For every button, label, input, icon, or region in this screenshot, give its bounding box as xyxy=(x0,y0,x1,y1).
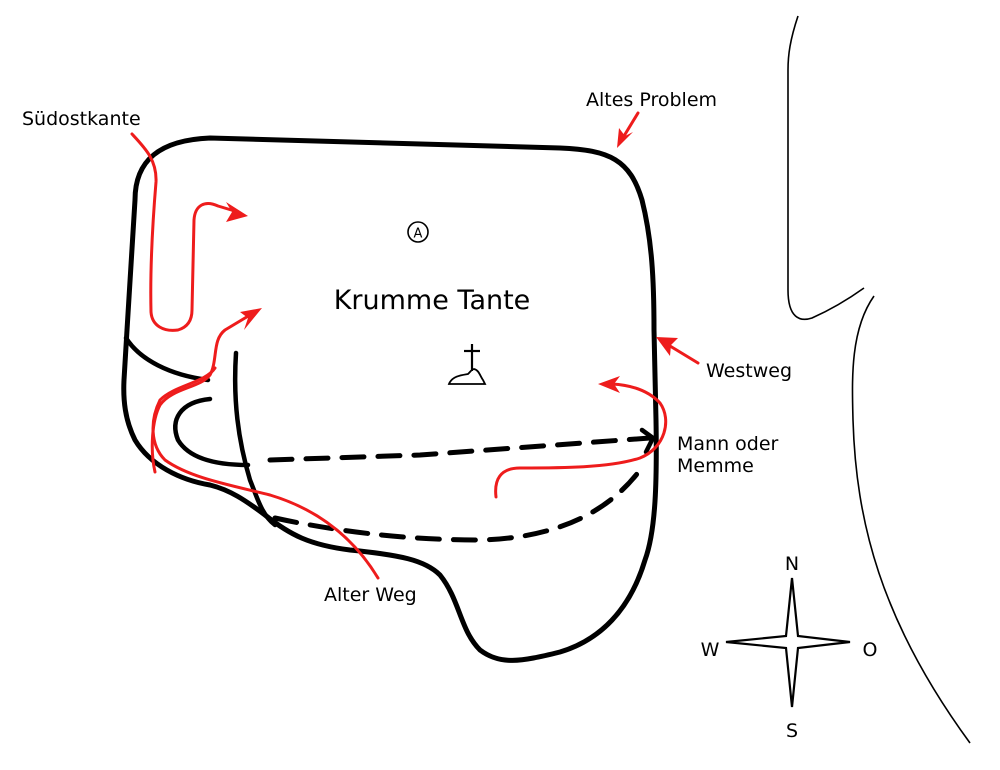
terrain-line-upper xyxy=(787,15,865,321)
route-label-mann-oder-memme-line2: Memme xyxy=(677,455,754,477)
compass-north-label: N xyxy=(785,553,799,575)
compass-south-label: S xyxy=(786,720,798,742)
route-altes-problem-arrowhead xyxy=(617,128,633,148)
traverse-arrow-head xyxy=(639,427,656,455)
compass-rose-icon xyxy=(725,577,851,708)
compass-west-label: W xyxy=(701,639,720,661)
route-label-suedostkante: Südostkante xyxy=(22,108,141,130)
route-label-altes-problem: Altes Problem xyxy=(586,89,717,111)
route-mann-oder-memme xyxy=(494,382,668,499)
compass-east-label: O xyxy=(863,639,878,661)
rock-name-label: Krumme Tante xyxy=(334,285,531,316)
terrain-line-lower xyxy=(851,295,971,744)
route-alter-weg xyxy=(151,366,380,580)
route-diagonal-arrowhead xyxy=(240,308,262,330)
route-label-westweg: Westweg xyxy=(706,360,792,382)
route-suedostkante-arrowhead xyxy=(226,202,248,222)
route-label-mann-oder-memme-line1: Mann oder xyxy=(677,433,779,455)
ledge-hook xyxy=(173,396,251,468)
summit-cross-icon xyxy=(447,344,487,385)
ledge-upper xyxy=(123,335,211,383)
rock-outline xyxy=(121,135,659,663)
anchor-letter: A xyxy=(414,227,423,242)
route-westweg-arrow xyxy=(668,344,700,365)
route-label-alter-weg: Alter Weg xyxy=(324,584,417,606)
abseil-anchor-icon: A xyxy=(407,221,429,243)
route-altes-problem-arrow xyxy=(622,111,640,138)
traverse-lower-dashed xyxy=(272,467,643,543)
route-westweg-arrowhead xyxy=(656,337,678,356)
chimney-line xyxy=(232,350,278,528)
route-suedostkante xyxy=(130,132,240,332)
route-mann-oder-memme-arrowhead xyxy=(598,376,620,393)
traverse-upper-dashed xyxy=(267,435,653,463)
